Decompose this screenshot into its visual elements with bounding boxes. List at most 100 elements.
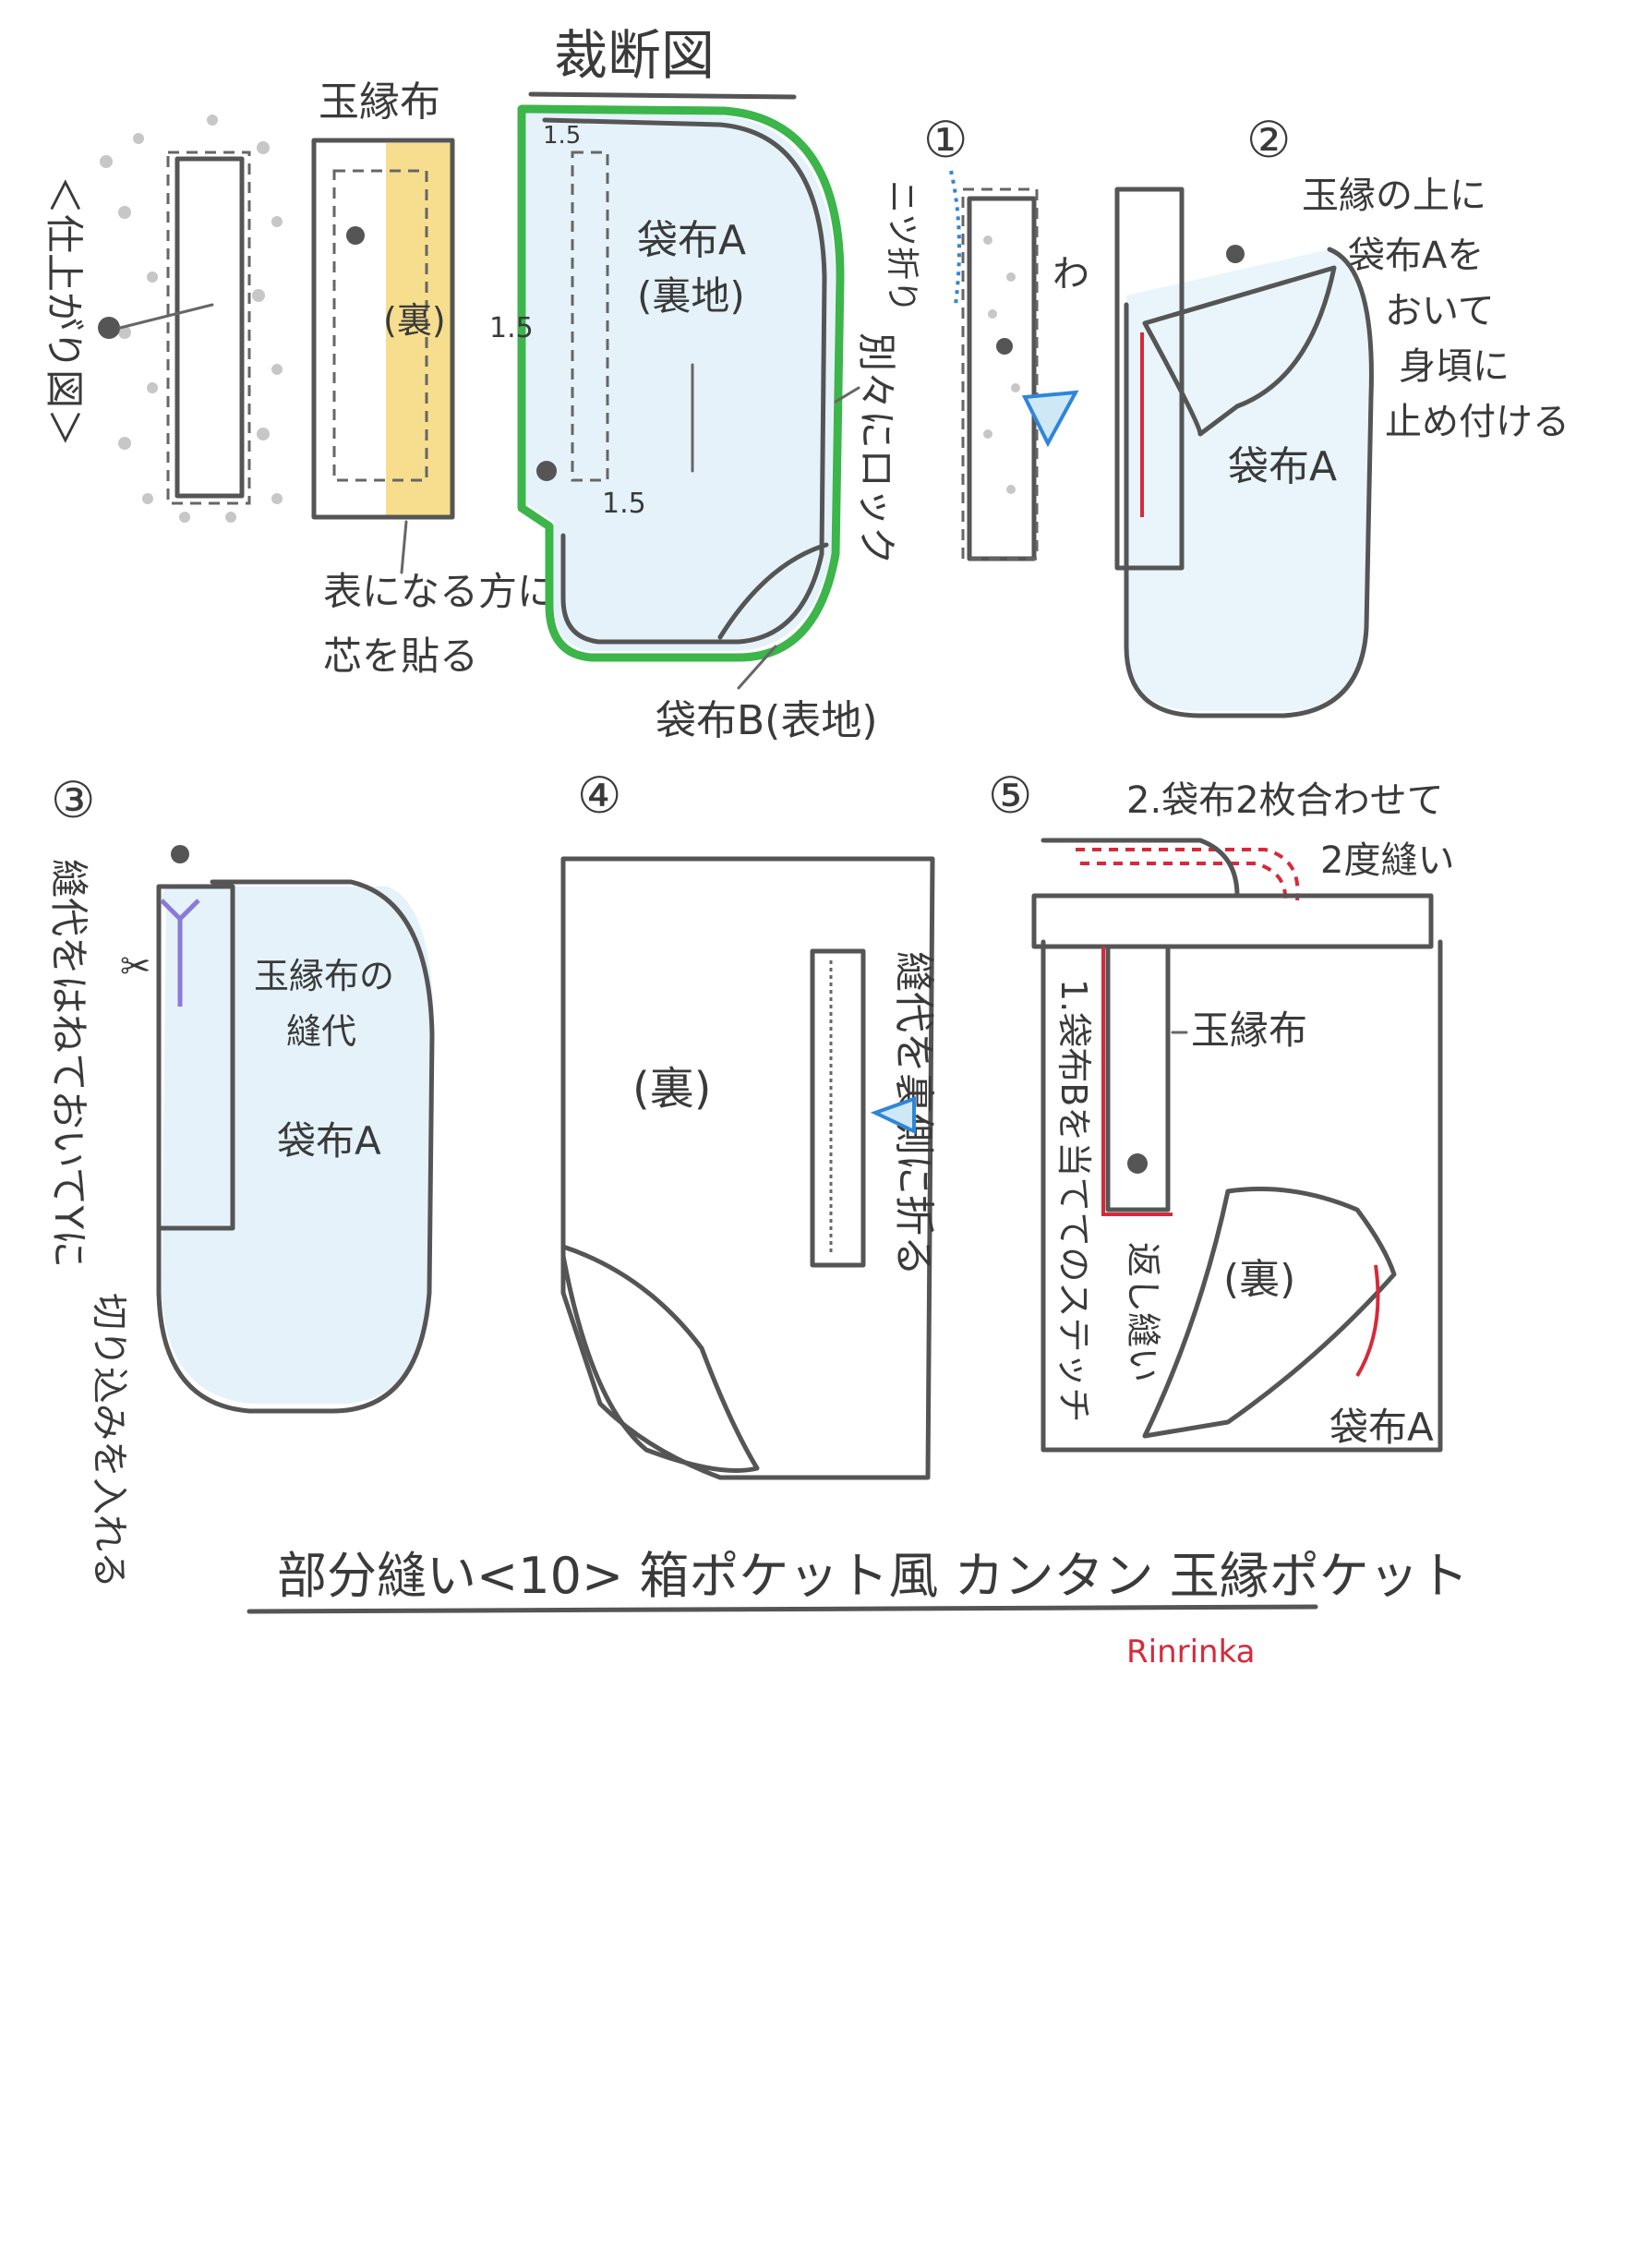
- step-3: ③ 縫代をはねておいてYに 切り込みを入れる ✂ 玉縁布の 縫代 袋布A: [46, 771, 435, 1588]
- step-4-wrong-side: (裏): [632, 1063, 711, 1115]
- step-2-note-5: 止め付ける: [1385, 401, 1570, 443]
- step-5-welt-bar: [1031, 893, 1434, 949]
- seam-allowance-side: 1.5: [489, 312, 534, 344]
- step-3-welt: [156, 884, 235, 1231]
- diagram-title: 裁断図: [554, 24, 715, 87]
- button-mark: [98, 317, 120, 339]
- finished-welt-outline: [174, 156, 245, 499]
- step-2-note-3: おいて: [1385, 290, 1495, 332]
- serge-note: 別々にロック: [854, 332, 899, 565]
- step-3-welt-seam-1: 玉縁布の: [254, 956, 394, 996]
- seam-allowance-bottom: 1.5: [602, 488, 646, 520]
- welt-button-mark: [346, 226, 365, 245]
- step-2-pocket-fill: [1126, 249, 1372, 711]
- step-2-pocket-label: 袋布A: [1228, 443, 1337, 490]
- interfacing-note-line-1: 表になる方に: [323, 569, 556, 614]
- pocket-a-outline: [542, 117, 827, 645]
- interfacing-leader: [400, 520, 408, 574]
- welt-fabric: 玉縁布 (裏) 表になる方に 芯を貼る: [311, 78, 556, 679]
- finished-label: ＜仕上がり図＞: [42, 175, 87, 447]
- step-5-wrong-side: (裏): [1223, 1256, 1295, 1303]
- step-1: ① ニツ折り わ: [883, 111, 1089, 561]
- welt-fabric-label: 玉縁布: [319, 78, 440, 126]
- step-5-number: ⑤: [988, 766, 1032, 825]
- signature: Rinrinka: [1126, 1634, 1256, 1671]
- step-4-garment: [560, 856, 935, 1480]
- step-2-welt: [1114, 187, 1185, 571]
- step-5-pocket-a-label: 袋布A: [1329, 1405, 1434, 1450]
- welt-fabric-seam: [332, 169, 428, 482]
- pocket-fill: [526, 111, 836, 651]
- step-5-red-outline: [1101, 947, 1173, 1216]
- step-5-note-1: 2.袋布2枚合わせて: [1126, 779, 1444, 822]
- step-3-button: [171, 845, 189, 863]
- step-4-welt: [810, 948, 866, 1268]
- y-cut-mark: [160, 899, 200, 1007]
- step-2-note-4: 身頃に: [1399, 345, 1510, 388]
- step-5-welt: [1105, 944, 1171, 1212]
- step-5-red-curve: [1355, 1264, 1380, 1378]
- step-4-number: ④: [577, 766, 621, 825]
- step-5-double-stitch-1: [1076, 848, 1300, 901]
- pocket-button-mark: [536, 461, 557, 481]
- fold-triangle: [1021, 390, 1079, 448]
- footer-underline: [247, 1604, 1318, 1614]
- step-4: ④ (裏) 縫代を裏側に折る: [560, 766, 937, 1480]
- serge-leader: [834, 386, 860, 404]
- pocket-a-sub: (裏地): [637, 273, 745, 319]
- step-3-pocket-outline: [156, 879, 435, 1414]
- pocket-seam-line: [571, 151, 609, 482]
- pocket-b-leader: [737, 645, 777, 690]
- step-1-texture: [983, 235, 1020, 494]
- finished-stitch-line: [166, 151, 251, 505]
- step-5-pocket-b-note: 1.袋布Bを当ててのステッチ: [1053, 979, 1094, 1422]
- step-2-number: ②: [1246, 111, 1291, 169]
- step-2-button: [1226, 245, 1245, 263]
- fold-indicator: [949, 170, 961, 306]
- step-1-button: [996, 338, 1013, 355]
- step-1-fold-note: ニツ折り: [883, 180, 920, 313]
- step-5-back-stitch: 返し縫い: [1123, 1242, 1163, 1382]
- step-1-stitch: [961, 187, 1039, 561]
- step-5-welt-label: 玉縁布: [1191, 1007, 1307, 1053]
- title-underline: [528, 91, 797, 100]
- step-4-fold-triangle: [870, 1096, 916, 1135]
- step-3-pocket-fill: [162, 887, 434, 1405]
- step-5: ⑤ 2.袋布2枚合わせて 2度縫い 玉縁布 1.袋布Bを当ててのステッチ 返し縫…: [988, 766, 1454, 1453]
- welt-wrong-side: (裏): [383, 300, 446, 341]
- step-1-wa-label: わ: [1053, 253, 1089, 296]
- step-3-seam-note: 縫代をはねておいてYに: [46, 859, 91, 1268]
- step-3-number: ③: [51, 771, 95, 829]
- step-5-button: [1127, 1153, 1148, 1174]
- leader-line: [118, 303, 214, 330]
- step-2: ② 玉縁の上に 袋布Aを おいて 身頃に 止め付ける 袋布A: [1114, 111, 1570, 718]
- step-5-garment: [1041, 939, 1443, 1453]
- step-1-welt: [967, 196, 1037, 561]
- pocket-b-label: 袋布B(表地): [656, 697, 878, 744]
- finished-view: ＜仕上がり図＞: [42, 115, 283, 523]
- footer-title: 部分縫い<10> 箱ポケット風 カンタン 玉縁ポケット: [277, 1547, 1469, 1605]
- step-2-note-2: 袋布Aを: [1348, 235, 1484, 277]
- pocket-pieces: 袋布A (裏地) 1.5 1.5 1.5 別々にロック 袋布B(表地): [489, 104, 899, 744]
- step-3-welt-seam-2: 縫代: [286, 1011, 356, 1052]
- seam-allowance-top: 1.5: [543, 122, 581, 150]
- pocket-b-corner: [717, 542, 829, 640]
- step-4-pocket-corner: [560, 1244, 760, 1473]
- step-5-pocket-top: [1041, 838, 1240, 899]
- interfacing-note-line-2: 芯を貼る: [323, 633, 478, 679]
- step-5-note-2: 2度縫い: [1320, 839, 1454, 882]
- pocket-a-label: 袋布A: [637, 217, 746, 264]
- step-2-flap: [1142, 265, 1337, 437]
- step-1-number: ①: [923, 111, 968, 169]
- step-3-cut-note: 切り込みを入れる: [88, 1293, 130, 1588]
- fabric-texture: [100, 115, 283, 523]
- interfacing-fill: [386, 143, 451, 517]
- welt-fabric-outline: [311, 138, 455, 520]
- step-2-note-1: 玉縁の上に: [1302, 175, 1486, 217]
- scissors-icon: ✂: [120, 946, 151, 988]
- step-3-pocket-label: 袋布A: [277, 1118, 381, 1164]
- step-2-pocket-outline: [1124, 247, 1374, 718]
- step-5-folded-corner: [1142, 1187, 1397, 1439]
- serge-edge: [517, 104, 845, 662]
